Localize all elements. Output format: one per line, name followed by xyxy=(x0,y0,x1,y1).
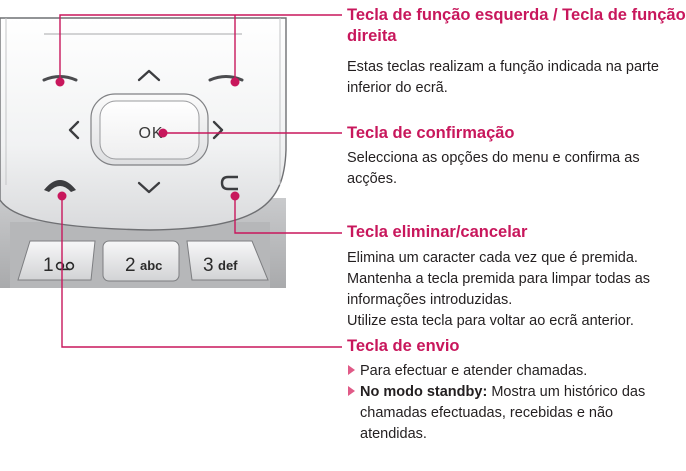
key-3[interactable] xyxy=(186,240,269,281)
key-2-letters: abc xyxy=(140,258,162,273)
key-3-digit: 3 xyxy=(203,255,214,276)
bullet-triangle-icon xyxy=(348,365,355,375)
bullet-triangle-icon xyxy=(348,386,355,396)
send-key-title: Tecla de envio xyxy=(347,337,460,355)
send-key-bullet-2-line3: atendidas. xyxy=(360,426,427,442)
soft-keys-title-line1: Tecla de função esquerda / Tecla de funç… xyxy=(347,6,686,24)
ok-key-description: Selecciona as opções do menu e confirma … xyxy=(347,148,640,190)
send-key-bullet-2-line2: chamadas efectuadas, recebidas e não xyxy=(360,405,614,421)
nav-left-arrow-icon[interactable] xyxy=(68,120,80,140)
soft-keys-description: Estas teclas realizam a função indicada … xyxy=(347,57,659,99)
clear-key-desc-line1: Elimina um caracter cada vez que é premi… xyxy=(347,250,638,266)
send-key-description: Para efectuar e atender chamadas. No mod… xyxy=(347,361,645,445)
callout-dots xyxy=(55,77,240,201)
send-key-bullet-1: Para efectuar e atender chamadas. xyxy=(347,361,645,382)
soft-keys-desc-line1: Estas teclas realizam a função indicada … xyxy=(347,59,659,75)
key-1[interactable] xyxy=(17,240,96,281)
nav-right-arrow-icon[interactable] xyxy=(212,120,224,140)
key-3-letters: def xyxy=(218,258,238,273)
clear-key-title: Tecla eliminar/cancelar xyxy=(347,223,528,241)
clear-key-desc-line4: Utilize esta tecla para voltar ao ecrã a… xyxy=(347,313,634,329)
ok-key-desc-line2: acções. xyxy=(347,171,397,187)
nav-down-arrow-icon[interactable] xyxy=(137,181,161,194)
clear-key-desc-line2: Mantenha a tecla premida para limpar tod… xyxy=(347,271,651,287)
right-soft-key[interactable] xyxy=(208,75,244,82)
ok-key-desc-line1: Selecciona as opções do menu e confirma … xyxy=(347,150,640,166)
clear-key-desc-line3: informações introduzidas. xyxy=(347,292,513,308)
clear-key-description: Elimina um caracter cada vez que é premi… xyxy=(347,248,650,332)
send-key-bullet-1-text: Para efectuar e atender chamadas. xyxy=(360,363,588,379)
send-key-bullet-2-line1: Mostra um histórico das xyxy=(491,384,646,400)
ok-label: OK xyxy=(138,125,163,142)
soft-keys-desc-line2: inferior do ecrã. xyxy=(347,80,448,96)
ok-key-title: Tecla de confirmação xyxy=(347,124,515,142)
send-key-handset-icon[interactable] xyxy=(44,180,76,192)
send-key-bullet-2: No modo standby: Mostra um histórico das xyxy=(347,382,645,403)
key-2-digit: 2 xyxy=(125,255,136,276)
ok-button[interactable] xyxy=(99,100,200,160)
nav-up-arrow-icon[interactable] xyxy=(137,69,161,82)
key-2[interactable] xyxy=(102,240,180,282)
send-key-bullet-2-bold: No modo standby: xyxy=(360,384,488,400)
soft-keys-title: Tecla de função esquerda / Tecla de funç… xyxy=(347,5,686,47)
clear-key-icon[interactable] xyxy=(220,175,238,191)
callout-lines xyxy=(59,14,342,348)
soft-keys-title-line2: direita xyxy=(347,27,397,45)
key-1-digit: 1 xyxy=(43,255,54,276)
